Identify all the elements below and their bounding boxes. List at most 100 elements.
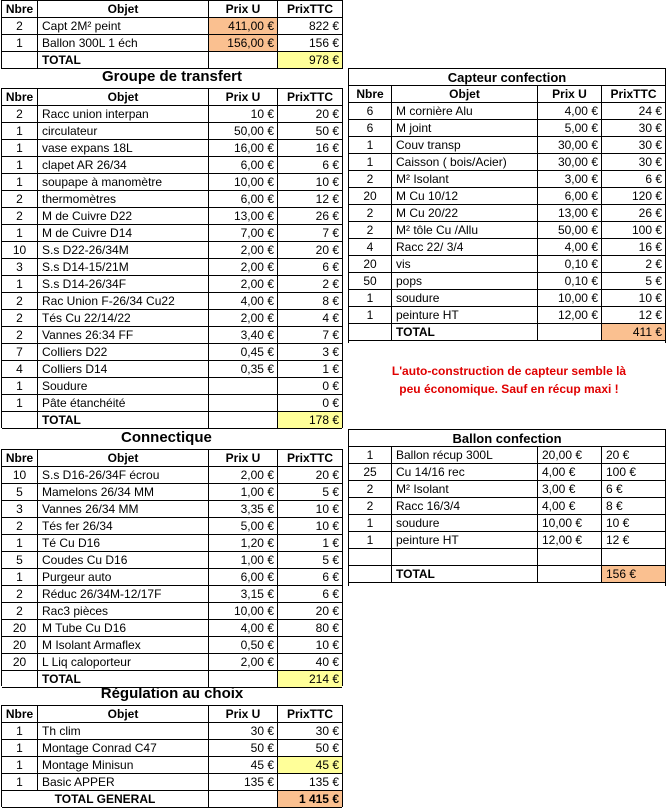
cell-objet: Colliers D22 [38, 344, 209, 361]
cell-objet: Ballon récup 300L [392, 447, 538, 464]
cell-objet: M de Cuivre D14 [38, 225, 209, 242]
top-summary-table: Nbre Objet Prix U PrixTTC 2 Capt 2M² pei… [1, 0, 343, 69]
cell-prix-ttc: 10 € [278, 637, 342, 654]
cell-prix-u: 1,20 € [209, 535, 278, 552]
cell-prix-u: 20,00 € [538, 447, 602, 464]
cell-prix-u: 3,00 € [538, 171, 602, 188]
cell-objet: Pâte étanchéité [38, 395, 209, 412]
cell-nbre: 1 [349, 532, 392, 549]
cell-objet: M² Isolant [392, 171, 538, 188]
cell-prix-ttc: 10 € [278, 518, 342, 535]
cell-nbre: 2 [349, 171, 392, 188]
cell-prix-ttc: 0 € [278, 378, 342, 395]
cell-prix-ttc: 24 € [602, 103, 665, 120]
cell-nbre: 1 [2, 157, 38, 174]
cell-nbre: 1 [349, 290, 392, 307]
cell-nbre: 5 [2, 484, 38, 501]
cell-objet: Cu 14/16 rec [392, 464, 538, 481]
cell-nbre: 2 [2, 293, 38, 310]
cell-objet: Rac3 pièces [38, 603, 209, 620]
cell-nbre: 1 [349, 447, 392, 464]
cell-nbre: 1 [2, 123, 38, 140]
cell-nbre: 1 [349, 307, 392, 324]
total-value: 178 € [278, 412, 342, 429]
cell-objet: M cornière Alu [392, 103, 538, 120]
total-value: 156 € [602, 566, 665, 583]
cell-objet: S.s D22-26/34M [38, 242, 209, 259]
cell-objet: Coudes Cu D16 [38, 552, 209, 569]
cell-objet: peinture HT [392, 307, 538, 324]
cell-nbre: 2 [2, 310, 38, 327]
cell-prix-ttc: 80 € [278, 620, 342, 637]
cell-prix-ttc: 100 € [602, 464, 665, 481]
cell-nbre: 20 [2, 637, 38, 654]
cell-prix-u: 30 € [209, 723, 278, 740]
cell-prix-ttc: 40 € [278, 654, 342, 671]
cell-prix-u: 12,00 € [538, 532, 602, 549]
cell-prix-ttc: 10 € [278, 501, 342, 518]
section-title-ballon: Ballon confection [349, 430, 665, 447]
cell-prix-ttc: 12 € [278, 191, 342, 208]
cell-prix-ttc: 10 € [602, 290, 665, 307]
cell-nbre: 2 [2, 518, 38, 535]
cell-nbre: 1 [2, 378, 38, 395]
cell-nbre: 20 [2, 620, 38, 637]
cell-objet: Rac Union F-26/34 Cu22 [38, 293, 209, 310]
cell-objet: circulateur [38, 123, 209, 140]
cell-nbre: 1 [349, 515, 392, 532]
cell-prix-ttc: 2 € [602, 256, 665, 273]
cell-nbre: 2 [349, 205, 392, 222]
cell-objet: S.s D14-15/21M [38, 259, 209, 276]
total-value: 214 € [278, 671, 342, 688]
cell-prix-u: 50 € [209, 740, 278, 757]
cell-nbre: 4 [2, 361, 38, 378]
cell-prix-u: 16,00 € [209, 140, 278, 157]
cell-prix-ttc: 4 € [278, 310, 342, 327]
cell-prix-ttc: 50 € [278, 123, 342, 140]
cell-objet: Caisson ( bois/Acier) [392, 154, 538, 171]
cell-nbre: 20 [2, 654, 38, 671]
cell-nbre: 1 [349, 137, 392, 154]
cell-nbre: 2 [349, 222, 392, 239]
cell-prix-u: 135 € [209, 774, 278, 791]
table-header-row: Nbre Objet Prix U PrixTTC [2, 450, 342, 467]
cell-prix-u: 2,00 € [209, 467, 278, 484]
cell-nbre: 6 [349, 120, 392, 137]
cell-nbre: 50 [349, 273, 392, 290]
cell-prix-ttc: 12 € [602, 307, 665, 324]
total-label: TOTAL [38, 412, 209, 429]
cell-prix-u: 4,00 € [209, 620, 278, 637]
cell-objet: Tés Cu 22/14/22 [38, 310, 209, 327]
cell-prix-u: 0,45 € [209, 344, 278, 361]
note-line-1: L'auto-construction de capteur semble là [391, 364, 627, 378]
capteur-table: Capteur confection Nbre Objet Prix U Pri… [348, 68, 666, 343]
cell-prix-ttc: 16 € [602, 239, 665, 256]
cell-prix-ttc: 5 € [602, 273, 665, 290]
cell-prix-u: 45 € [209, 757, 278, 774]
